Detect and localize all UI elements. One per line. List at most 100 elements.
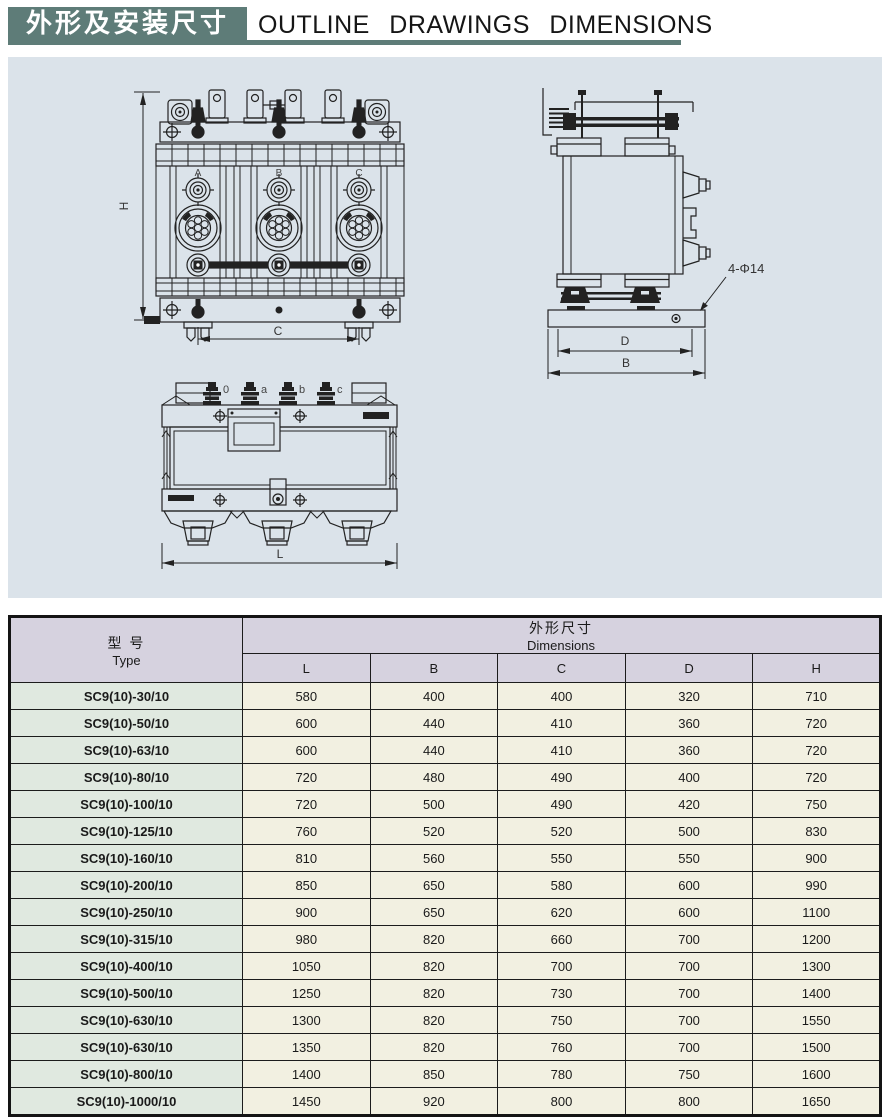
type-header-en: Type [112, 652, 141, 668]
dimension-cell-L: 600 [242, 709, 371, 737]
dimension-cell-C: 400 [497, 682, 626, 710]
type-cell: SC9(10)-400/10 [9, 952, 243, 980]
dimension-cell-D: 700 [624, 1033, 754, 1061]
type-cell: SC9(10)-30/10 [9, 682, 243, 710]
type-cell: SC9(10)-315/10 [9, 925, 243, 953]
dimension-cell-L: 1250 [242, 979, 371, 1007]
dimension-cell-H: 1600 [752, 1060, 881, 1088]
col-header-H: H [752, 653, 881, 683]
side-dim-B-label: B [622, 356, 630, 370]
dimensions-group-header: 外形尺寸 Dimensions [242, 616, 881, 654]
dimension-cell-C: 730 [497, 979, 626, 1007]
type-cell: SC9(10)-800/10 [9, 1060, 243, 1088]
dimension-cell-B: 850 [369, 1060, 499, 1088]
dimensions-header-zh: 外形尺寸 [529, 620, 593, 636]
dimension-cell-D: 420 [624, 790, 754, 818]
dimension-cell-H: 1200 [752, 925, 881, 953]
drawings-panel: H A B C C [8, 57, 882, 598]
dimension-cell-D: 360 [624, 736, 754, 764]
dimension-cell-L: 600 [242, 736, 371, 764]
dimension-cell-B: 440 [369, 709, 499, 737]
dimension-cell-L: 900 [242, 898, 371, 926]
dimension-cell-H: 1550 [752, 1006, 881, 1034]
front-phase-A-label: A [195, 168, 202, 179]
type-cell: SC9(10)-250/10 [9, 898, 243, 926]
dimension-cell-D: 700 [624, 925, 754, 953]
dimension-cell-H: 1500 [752, 1033, 881, 1061]
dimension-cell-B: 820 [369, 925, 499, 953]
type-cell: SC9(10)-50/10 [9, 709, 243, 737]
dimension-cell-D: 360 [624, 709, 754, 737]
dimension-cell-C: 800 [497, 1087, 626, 1116]
dimension-cell-L: 980 [242, 925, 371, 953]
dimension-cell-L: 1300 [242, 1006, 371, 1034]
type-cell: SC9(10)-630/10 [9, 1006, 243, 1034]
type-cell: SC9(10)-125/10 [9, 817, 243, 845]
type-header-zh: 型 号 [107, 634, 146, 651]
dimension-cell-D: 320 [624, 682, 754, 710]
dimension-cell-D: 550 [624, 844, 754, 872]
dimension-cell-C: 520 [497, 817, 626, 845]
dimension-cell-D: 750 [624, 1060, 754, 1088]
dimension-cell-C: 410 [497, 709, 626, 737]
dimension-cell-H: 710 [752, 682, 881, 710]
type-cell: SC9(10)-200/10 [9, 871, 243, 899]
dimension-cell-L: 720 [242, 763, 371, 791]
dimension-cell-H: 750 [752, 790, 881, 818]
dimension-cell-L: 810 [242, 844, 371, 872]
type-cell: SC9(10)-63/10 [9, 736, 243, 764]
top-terminal-a-label: a [261, 384, 268, 396]
dimension-cell-C: 490 [497, 763, 626, 791]
dimension-cell-H: 720 [752, 709, 881, 737]
dimension-cell-D: 400 [624, 763, 754, 791]
dimension-cell-L: 1350 [242, 1033, 371, 1061]
dimension-cell-D: 600 [624, 871, 754, 899]
type-cell: SC9(10)-100/10 [9, 790, 243, 818]
col-header-B: B [369, 653, 499, 683]
top-dim-L-label: L [277, 547, 284, 561]
type-cell: SC9(10)-160/10 [9, 844, 243, 872]
dimension-cell-C: 550 [497, 844, 626, 872]
dimension-cell-B: 820 [369, 979, 499, 1007]
dimension-cell-L: 1400 [242, 1060, 371, 1088]
dimension-cell-C: 410 [497, 736, 626, 764]
dimension-cell-L: 720 [242, 790, 371, 818]
dimension-cell-B: 480 [369, 763, 499, 791]
front-dim-H-label: H [117, 202, 131, 211]
dimension-cell-B: 820 [369, 1033, 499, 1061]
type-cell: SC9(10)-1000/10 [9, 1087, 243, 1116]
dimensions-table: 型 号 Type 外形尺寸 Dimensions L B C D H SC9(1… [8, 615, 882, 1117]
front-phase-C-label: C [355, 168, 362, 179]
dimension-cell-D: 700 [624, 952, 754, 980]
dimension-cell-H: 1400 [752, 979, 881, 1007]
dimension-cell-B: 920 [369, 1087, 499, 1116]
dimension-cell-H: 830 [752, 817, 881, 845]
col-header-D: D [624, 653, 754, 683]
dimension-cell-B: 440 [369, 736, 499, 764]
side-view-drawing: 4-Φ14 D B [542, 88, 764, 379]
dimension-cell-L: 850 [242, 871, 371, 899]
sub-header-row: L B C D H [10, 653, 881, 683]
dimension-cell-C: 660 [497, 925, 626, 953]
type-cell: SC9(10)-80/10 [9, 763, 243, 791]
top-view-drawing: 0 a b c L [161, 381, 398, 569]
dimension-cell-C: 750 [497, 1006, 626, 1034]
side-hole-note: 4-Φ14 [728, 261, 764, 276]
page-title-zh: 外形及安装尺寸 [8, 7, 247, 40]
dimension-cell-C: 700 [497, 952, 626, 980]
dimension-cell-B: 520 [369, 817, 499, 845]
dimension-cell-B: 500 [369, 790, 499, 818]
dimension-cell-C: 580 [497, 871, 626, 899]
